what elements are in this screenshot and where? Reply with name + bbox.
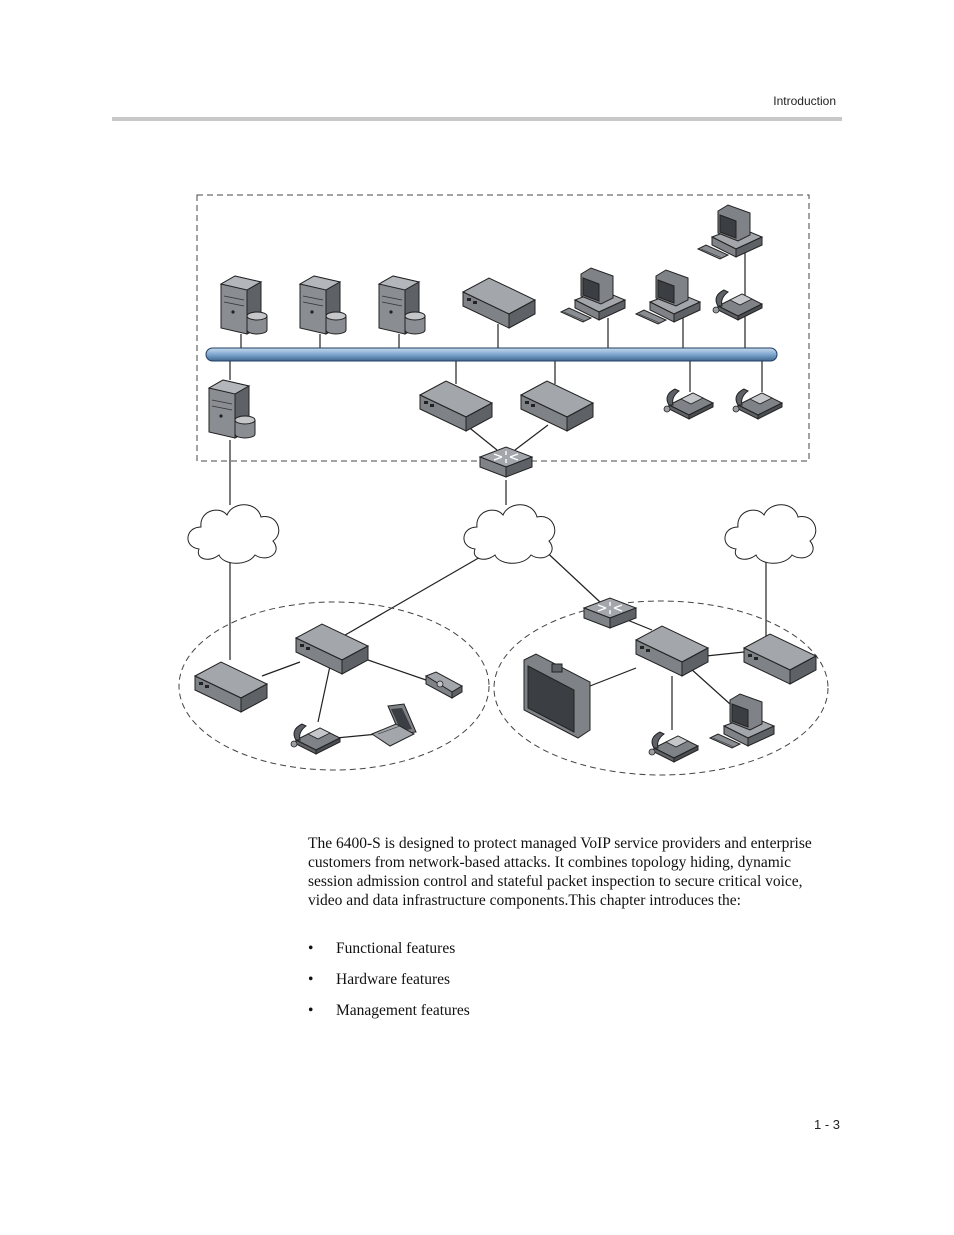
appliance-icon bbox=[419, 380, 493, 432]
server-icon bbox=[208, 379, 256, 439]
camera-icon bbox=[424, 671, 464, 699]
feature-list: • Functional features • Hardware feature… bbox=[308, 940, 828, 1033]
router-icon bbox=[479, 446, 533, 478]
bullet-marker: • bbox=[308, 940, 314, 957]
ip-phone-icon bbox=[663, 388, 714, 420]
ip-phone-icon bbox=[290, 723, 341, 755]
cloud-icon bbox=[463, 504, 556, 564]
intro-paragraph: The 6400-S is designed to protect manage… bbox=[308, 835, 812, 909]
workstation-icon bbox=[560, 267, 626, 323]
ip-phone-icon bbox=[712, 289, 763, 321]
list-item-text: Functional features bbox=[336, 940, 456, 957]
workstation-icon bbox=[709, 693, 775, 749]
list-item-text: Hardware features bbox=[336, 971, 451, 988]
appliance-icon bbox=[194, 661, 268, 713]
workstation-icon bbox=[635, 269, 701, 325]
list-item-text: Management features bbox=[336, 1002, 470, 1019]
remote-site-boundary bbox=[493, 600, 829, 776]
ip-phone-icon bbox=[732, 388, 783, 420]
server-icon bbox=[378, 275, 426, 335]
list-item: • Management features bbox=[308, 1002, 828, 1033]
running-header: Introduction bbox=[773, 94, 836, 108]
ip-phone-icon bbox=[648, 731, 699, 763]
remote-site-boundary bbox=[178, 601, 490, 771]
server-icon bbox=[299, 275, 347, 335]
bullet-marker: • bbox=[308, 1002, 314, 1019]
appliance-icon bbox=[635, 625, 709, 677]
workstation-icon bbox=[697, 204, 763, 260]
bullet-marker: • bbox=[308, 971, 314, 988]
cloud-icon bbox=[724, 504, 817, 564]
appliance-icon bbox=[295, 623, 369, 675]
laptop-icon bbox=[370, 703, 417, 747]
page-number: 1 - 3 bbox=[813, 1117, 840, 1132]
cloud-icon bbox=[187, 504, 280, 564]
network-backbone bbox=[205, 347, 778, 362]
list-item: • Functional features bbox=[308, 940, 828, 971]
appliance-icon bbox=[520, 380, 594, 432]
header-rule bbox=[112, 117, 842, 121]
appliance-icon bbox=[462, 277, 536, 329]
server-icon bbox=[220, 275, 268, 335]
video-display-icon bbox=[523, 653, 591, 739]
list-item: • Hardware features bbox=[308, 971, 828, 1002]
appliance-icon bbox=[743, 633, 817, 685]
